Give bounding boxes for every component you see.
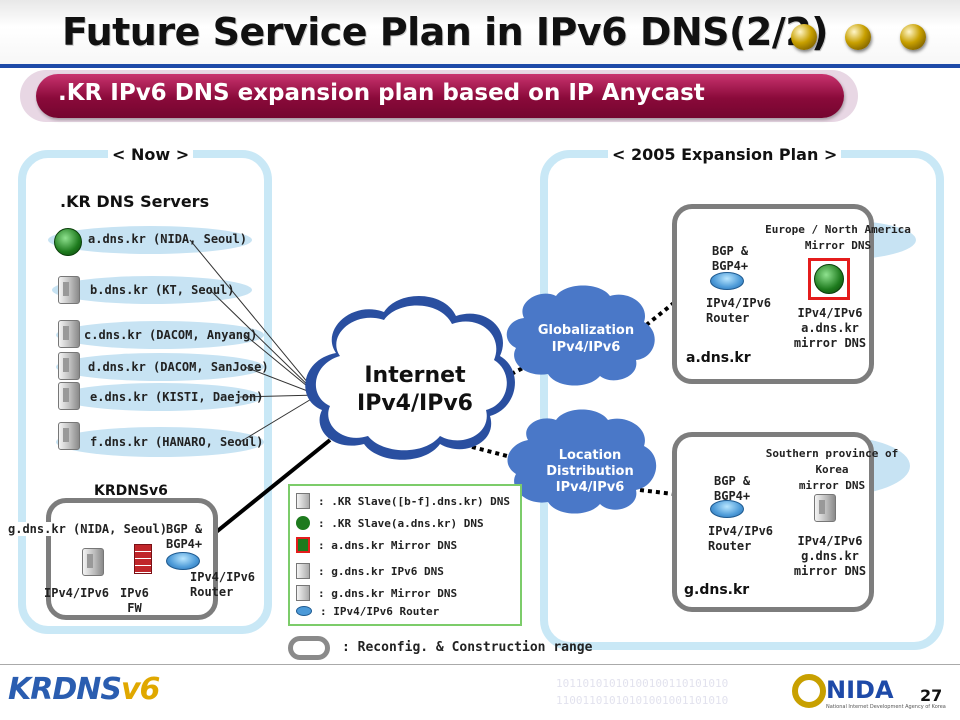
krdnsv6-logo: KRDNSv6 xyxy=(8,672,160,707)
southern-mirror-label: Southern province of Korea mirror DNS xyxy=(765,447,899,492)
internet-label-line2: IPv4/IPv6 xyxy=(357,391,473,416)
subtitle: .KR IPv6 DNS expansion plan based on IP … xyxy=(58,80,705,106)
server-f-label: f.dns.kr (HANARO, Seoul) xyxy=(90,435,264,449)
globalization-line2: IPv4/IPv6 xyxy=(551,340,621,355)
nida-logo-sub: National Internet Development Agency of … xyxy=(826,704,946,710)
server-icon xyxy=(296,563,310,579)
g-dns-name: g.dns.kr xyxy=(684,582,750,598)
globalization-cloud xyxy=(506,285,655,386)
a-dns-name: a.dns.kr xyxy=(686,350,751,366)
internet-label-line1: Internet xyxy=(364,363,466,388)
location-line1: Location xyxy=(558,448,622,463)
location-label: Location Distribution IPv4/IPv6 xyxy=(530,448,650,496)
server-e-label: e.dns.kr (KISTI, Daejon) xyxy=(90,390,264,404)
footer-divider xyxy=(0,664,960,665)
legend-item: : .KR Slave([b-f].dns.kr) DNS xyxy=(296,492,510,510)
legend-text: : g.dns.kr IPv6 DNS xyxy=(318,564,444,578)
server-icon xyxy=(296,585,310,601)
server-icon xyxy=(58,276,80,304)
server-icon xyxy=(58,382,80,410)
server-c-label: c.dns.kr (DACOM, Anyang) xyxy=(84,328,258,342)
legend-box: : .KR Slave([b-f].dns.kr) DNS : .KR Slav… xyxy=(288,484,522,626)
globalization-label: Globalization IPv4/IPv6 xyxy=(526,322,646,356)
server-icon xyxy=(58,352,80,380)
krdnsv6-logo-suffix: v6 xyxy=(120,672,160,707)
krdnsv6-server-label: g.dns.kr (NIDA, Seoul) xyxy=(8,522,167,536)
nida-logo: NIDA xyxy=(826,676,894,704)
title-underline xyxy=(0,64,960,68)
a-mirror-server-label: IPv4/IPv6 a.dns.kr mirror DNS xyxy=(793,306,867,350)
legend-item: : g.dns.kr Mirror DNS xyxy=(296,584,457,602)
red-server-icon xyxy=(296,537,310,553)
green-server-icon xyxy=(54,228,82,256)
range-legend-text: : Reconfig. & Construction range xyxy=(342,640,593,655)
krdnsv6-bgp-label: BGP & BGP4+ xyxy=(166,522,203,551)
green-server-icon xyxy=(814,264,844,294)
globalization-a-link xyxy=(638,288,692,332)
krdnsv6-router-label: IPv4/IPv6 Router xyxy=(190,570,256,599)
a-bgp-label: BGP & BGP4+ xyxy=(712,244,749,273)
legend-text: : .KR Slave(a.dns.kr) DNS xyxy=(318,516,484,530)
g-router-label: IPv4/IPv6 Router xyxy=(708,524,774,553)
page-title: Future Service Plan in IPv6 DNS(2/2) xyxy=(62,10,829,54)
krdnsv6-logo-text: KRDNS xyxy=(8,672,122,707)
globalization-line1: Globalization xyxy=(537,323,635,338)
router-icon xyxy=(710,500,744,518)
router-icon xyxy=(166,552,200,570)
red-server-icon xyxy=(808,258,850,300)
server-a-label: a.dns.kr (NIDA, Seoul) xyxy=(88,232,247,246)
legend-text: : a.dns.kr Mirror DNS xyxy=(318,538,458,552)
europe-mirror-label: Europe / North America Mirror DNS xyxy=(765,223,911,252)
server-b-label: b.dns.kr (KT, Seoul) xyxy=(90,283,235,297)
nida-logo-icon xyxy=(792,674,826,708)
binary-decoration: 10110101010100100110101010 xyxy=(556,677,729,690)
range-pill-icon xyxy=(288,636,330,660)
legend-item: : a.dns.kr Mirror DNS xyxy=(296,536,457,554)
gold-ball-icon xyxy=(791,24,817,50)
binary-decoration: 11001101010101001001101010 xyxy=(556,694,729,707)
krdnsv6-fw-label: IPv6 FW xyxy=(120,586,149,615)
server-icon xyxy=(58,320,80,348)
page-number: 27 xyxy=(920,686,943,705)
router-icon xyxy=(296,606,312,616)
legend-item: : IPv4/IPv6 Router xyxy=(296,602,439,620)
g-dns-box xyxy=(672,432,874,612)
legend-text: : .KR Slave([b-f].dns.kr) DNS xyxy=(318,494,511,508)
legend-text: : g.dns.kr Mirror DNS xyxy=(318,586,458,600)
krdnsv6-title: KRDNSv6 xyxy=(94,483,168,499)
a-router-label: IPv4/IPv6 Router xyxy=(706,296,772,325)
subtitle-pill xyxy=(36,74,844,118)
server-clouds xyxy=(48,226,264,457)
gold-ball-icon xyxy=(900,24,926,50)
internet-label: Internet IPv4/IPv6 xyxy=(330,362,500,418)
g-mirror-server-label: IPv4/IPv6 g.dns.kr mirror DNS xyxy=(793,534,867,578)
internet-cloud xyxy=(305,295,515,460)
now-heading: < Now > xyxy=(108,145,194,164)
server-icon xyxy=(58,422,80,450)
gold-ball-icon xyxy=(845,24,871,50)
servers-title: .KR DNS Servers xyxy=(60,192,210,211)
green-server-icon xyxy=(296,516,310,530)
legend-item: : .KR Slave(a.dns.kr) DNS xyxy=(296,514,484,532)
legend-text: : IPv4/IPv6 Router xyxy=(320,604,440,618)
legend-item: : g.dns.kr IPv6 DNS xyxy=(296,562,444,580)
server-icon xyxy=(814,494,836,522)
location-cloud xyxy=(507,409,657,514)
g-bgp-label: BGP & BGP4+ xyxy=(714,474,751,503)
krdnsv6-server-type: IPv4/IPv6 xyxy=(44,586,110,600)
plan-heading: < 2005 Expansion Plan > xyxy=(608,145,842,164)
server-d-label: d.dns.kr (DACOM, SanJose) xyxy=(88,360,269,374)
server-icon xyxy=(296,493,310,509)
location-line2: Distribution xyxy=(546,464,634,479)
router-icon xyxy=(710,272,744,290)
server-icon xyxy=(82,548,104,576)
location-line3: IPv4/IPv6 xyxy=(555,480,625,495)
firewall-icon xyxy=(134,544,152,574)
